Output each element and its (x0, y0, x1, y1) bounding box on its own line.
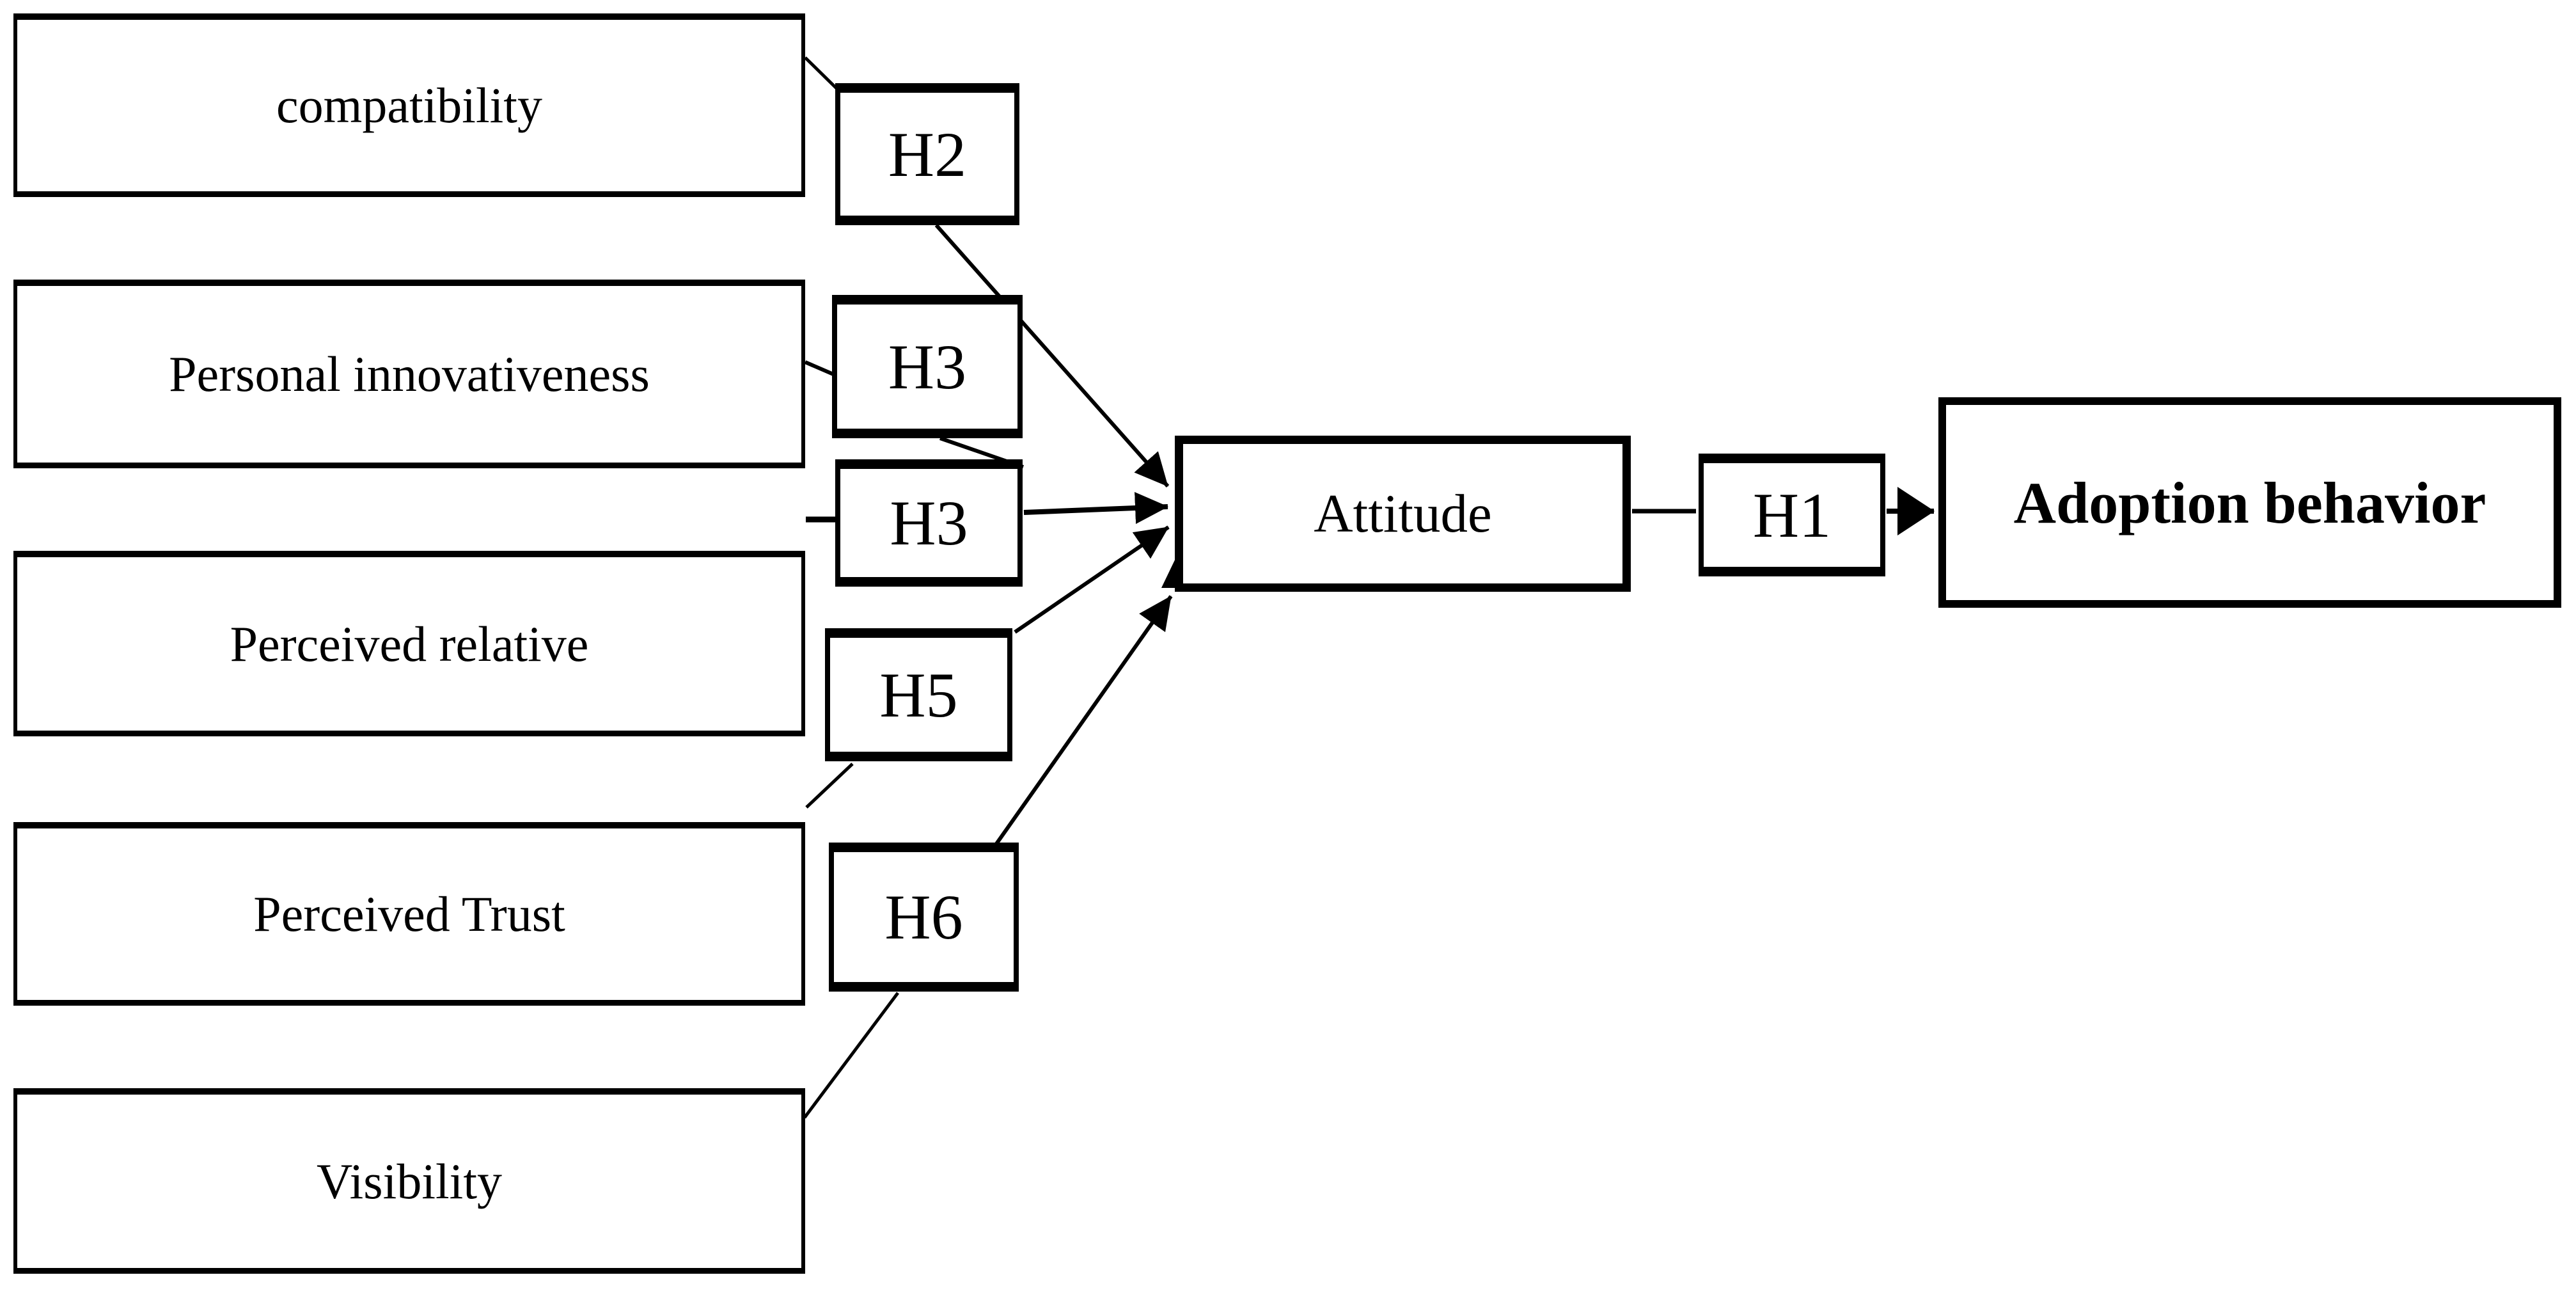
node-perceived-relative-label: Perceived relative (230, 615, 589, 672)
hypothesis-box-h3-lower: H3 (835, 459, 1023, 587)
node-compatibility: compatibility (13, 13, 805, 197)
node-perceived-trust-label: Perceived Trust (253, 886, 565, 942)
connector-visibility-h6 (803, 992, 900, 1119)
hypothesis-box-h6: H6 (829, 843, 1019, 992)
hypothesis-h3-upper-label: H3 (888, 331, 967, 402)
node-personal-innovativeness: Personal innovativeness (13, 280, 805, 468)
hypothesis-h2-label: H2 (888, 118, 967, 190)
node-adoption-behavior: Adoption behavior (1938, 397, 2561, 608)
connector-h6-attitude-arrow (994, 595, 1173, 845)
connector-perceived-trust-h5 (805, 763, 854, 809)
hypothesis-box-h3-upper: H3 (832, 295, 1023, 438)
hypothesis-box-h1: H1 (1699, 454, 1885, 576)
node-personal-innovativeness-label: Personal innovativeness (169, 346, 650, 402)
node-visibility-label: Visibility (316, 1153, 503, 1209)
node-visibility: Visibility (13, 1088, 805, 1274)
hypothesis-h1-label: H1 (1752, 479, 1832, 551)
hypothesis-h3-lower-label: H3 (890, 487, 968, 558)
hypothesis-box-h5: H5 (825, 628, 1012, 761)
node-attitude: Attitude (1175, 436, 1631, 592)
connector-personal-innovativeness-h3a (804, 360, 835, 376)
hypothesis-h6-label: H6 (884, 882, 963, 953)
connector-h3b-attitude-arrow (1023, 492, 1168, 525)
node-attitude-label: Attitude (1314, 484, 1492, 544)
node-perceived-trust: Perceived Trust (13, 822, 805, 1006)
node-perceived-relative: Perceived relative (13, 551, 805, 736)
node-adoption-behavior-label: Adoption behavior (2013, 470, 2486, 535)
node-compatibility-label: compatibility (276, 77, 542, 133)
hypothesis-box-h2: H2 (835, 83, 1019, 225)
connector-compatibility-h2 (804, 56, 840, 92)
connector-h5-attitude-arrow (1014, 525, 1170, 634)
hypothesis-h5-label: H5 (879, 659, 958, 731)
